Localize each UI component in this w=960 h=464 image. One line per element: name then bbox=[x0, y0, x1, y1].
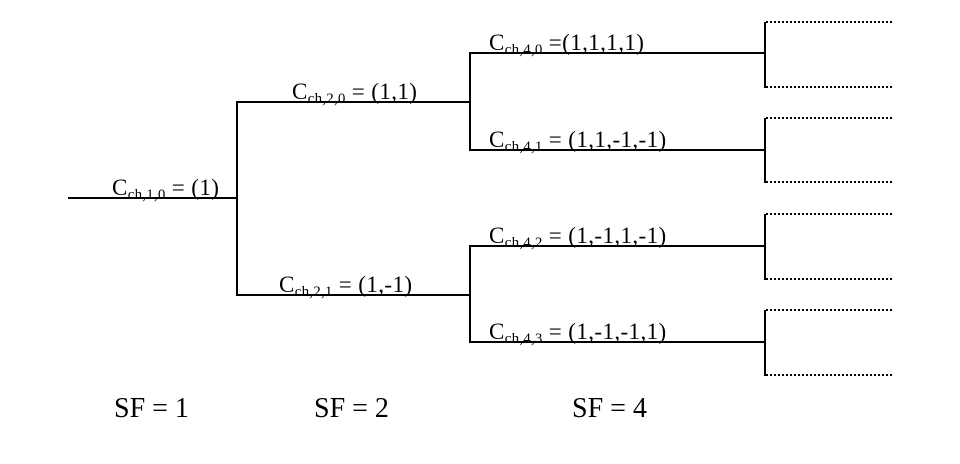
junction-line-sf2-top bbox=[469, 52, 471, 151]
junction-line-sf2-bottom bbox=[469, 245, 471, 343]
code-base: C bbox=[292, 79, 308, 104]
junction-line-sf4-1 bbox=[764, 118, 766, 183]
code-subscript: ch,4,0 bbox=[504, 42, 543, 58]
branch-line-cch40 bbox=[469, 52, 766, 54]
node-label-cch42: Cch,4,2 = (1,-1,1,-1) bbox=[489, 223, 667, 251]
junction-line-sf4-0 bbox=[764, 22, 766, 88]
junction-line-sf1 bbox=[236, 101, 238, 296]
code-value: = (1,-1,-1,1) bbox=[542, 319, 667, 344]
code-subscript: ch,4,2 bbox=[504, 235, 543, 251]
node-label-cch41: Cch,4,1 = (1,1,-1,-1) bbox=[489, 127, 667, 155]
code-subscript: ch,2,0 bbox=[307, 91, 346, 107]
sf-label-4: SF = 4 bbox=[572, 393, 647, 424]
branch-line-root bbox=[68, 197, 238, 199]
branch-line-cch42 bbox=[469, 245, 766, 247]
node-label-cch10: Cch,1,0 = (1) bbox=[112, 175, 220, 203]
code-base: C bbox=[489, 223, 505, 248]
code-value: = (1,-1) bbox=[332, 272, 413, 297]
sf8-stub-line-1a bbox=[766, 117, 892, 119]
junction-line-sf4-2 bbox=[764, 214, 766, 280]
code-base: C bbox=[112, 175, 128, 200]
code-base: C bbox=[489, 127, 505, 152]
code-base: C bbox=[489, 30, 505, 55]
code-value: = (1,-1,1,-1) bbox=[542, 223, 667, 248]
sf8-stub-line-1b bbox=[766, 181, 892, 183]
code-subscript: ch,1,0 bbox=[127, 187, 166, 203]
branch-line-cch41 bbox=[469, 149, 766, 151]
node-label-cch20: Cch,2,0 = (1,1) bbox=[292, 79, 418, 107]
code-subscript: ch,4,1 bbox=[504, 139, 543, 155]
code-subscript: ch,2,1 bbox=[294, 284, 333, 300]
branch-line-cch43 bbox=[469, 341, 766, 343]
sf-label-2: SF = 2 bbox=[314, 393, 389, 424]
code-subscript: ch,4,3 bbox=[504, 331, 543, 347]
sf8-stub-line-2b bbox=[766, 278, 892, 280]
node-label-cch43: Cch,4,3 = (1,-1,-1,1) bbox=[489, 319, 667, 347]
sf8-stub-line-3a bbox=[766, 309, 892, 311]
sf8-stub-line-3b bbox=[766, 374, 892, 376]
sf-label-1: SF = 1 bbox=[114, 393, 189, 424]
sf8-stub-line-0b bbox=[766, 86, 892, 88]
sf8-stub-line-2a bbox=[766, 213, 892, 215]
branch-line-cch20 bbox=[236, 101, 470, 103]
branch-line-cch21 bbox=[236, 294, 470, 296]
node-label-cch40: Cch,4,0 =(1,1,1,1) bbox=[489, 30, 645, 58]
node-label-cch21: Cch,2,1 = (1,-1) bbox=[279, 272, 413, 300]
sf8-stub-line-0a bbox=[766, 21, 892, 23]
code-value: =(1,1,1,1) bbox=[542, 30, 645, 55]
junction-line-sf4-3 bbox=[764, 310, 766, 376]
code-value: = (1,1) bbox=[345, 79, 418, 104]
code-base: C bbox=[279, 272, 295, 297]
code-base: C bbox=[489, 319, 505, 344]
code-value: = (1) bbox=[165, 175, 220, 200]
code-value: = (1,1,-1,-1) bbox=[542, 127, 667, 152]
